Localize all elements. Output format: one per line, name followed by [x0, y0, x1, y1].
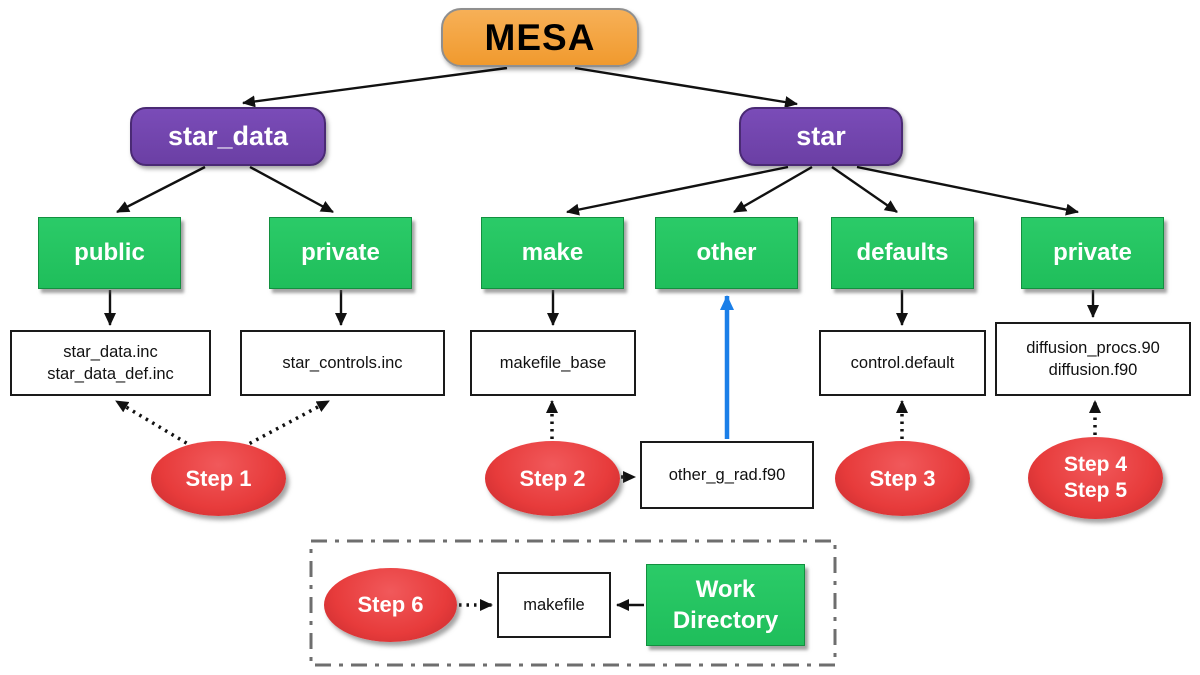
node-other: other	[655, 217, 798, 289]
node-mesa: MESA	[441, 8, 639, 67]
node-make-label: make	[521, 239, 584, 266]
file-line: star_data.inc	[63, 342, 158, 361]
arrow-star-to-make	[566, 165, 789, 216]
file-line: diffusion.f90	[1048, 361, 1138, 379]
arrow-star-to-other	[733, 165, 813, 214]
node-private-star-data: private	[269, 217, 412, 289]
step-label: Step 2	[519, 465, 586, 491]
file-box-star-controls-inc: star_controls.inc	[240, 330, 445, 396]
step3-ellipse: Step 3	[835, 441, 970, 516]
step6-ellipse: Step 6	[324, 568, 457, 642]
node-defaults: defaults	[831, 217, 974, 289]
arrow-mesa-to-star-data	[242, 66, 508, 108]
node-public: public	[38, 217, 181, 289]
work-directory-line: Directory	[672, 607, 779, 634]
arrow-star-data-to-private	[249, 165, 334, 214]
node-star-data: star_data	[130, 107, 326, 166]
node-star-data-label: star_data	[167, 121, 289, 151]
file-box-makefile: makefile	[497, 572, 611, 638]
step-label: Step 5	[1063, 479, 1128, 502]
file-box-diffusion: diffusion_procs.90 diffusion.f90	[995, 322, 1191, 396]
node-make: make	[481, 217, 624, 289]
node-mesa-label: MESA	[484, 16, 596, 58]
dotted-arrow-step1-to-star-data-inc	[115, 399, 194, 449]
step4-step5-ellipse: Step 4 Step 5	[1028, 437, 1163, 519]
file-box-star-data-inc: star_data.inc star_data_def.inc	[10, 330, 211, 396]
file-box-other-g-rad: other_g_rad.f90	[640, 441, 814, 509]
node-star: star	[739, 107, 903, 166]
step-label: Step 1	[185, 465, 252, 491]
node-defaults-label: defaults	[856, 239, 949, 266]
step2-ellipse: Step 2	[485, 441, 620, 516]
arrow-star-to-defaults	[831, 166, 898, 213]
arrow-mesa-to-star	[574, 66, 798, 109]
step6-group-border	[309, 539, 837, 667]
work-directory-line: Work	[695, 575, 756, 603]
file-line: makefile_base	[499, 353, 607, 372]
file-box-makefile-base: makefile_base	[470, 330, 636, 396]
file-box-control-default: control.default	[819, 330, 986, 396]
node-public-label: public	[74, 239, 145, 266]
file-line: makefile	[523, 595, 585, 614]
file-line: control.default	[850, 353, 955, 372]
step-label: Step 6	[357, 592, 424, 618]
work-directory-box: Work Directory	[646, 564, 805, 646]
dotted-arrow-step1-to-star-controls	[242, 399, 330, 449]
file-line: star_controls.inc	[282, 353, 403, 372]
node-other-label: other	[696, 239, 757, 266]
step1-ellipse: Step 1	[151, 441, 286, 516]
node-star-label: star	[796, 121, 846, 151]
file-line: star_data_def.inc	[47, 365, 174, 383]
node-private-star-label: private	[1053, 239, 1132, 266]
node-private-star-data-label: private	[301, 239, 380, 266]
arrow-star-to-private	[856, 165, 1079, 216]
step-label: Step 3	[869, 465, 936, 491]
arrow-star-data-to-public	[116, 165, 206, 214]
node-private-star: private	[1021, 217, 1164, 289]
file-line: diffusion_procs.90	[1026, 338, 1160, 357]
step-label: Step 4	[1063, 452, 1128, 476]
file-line: other_g_rad.f90	[668, 465, 786, 484]
